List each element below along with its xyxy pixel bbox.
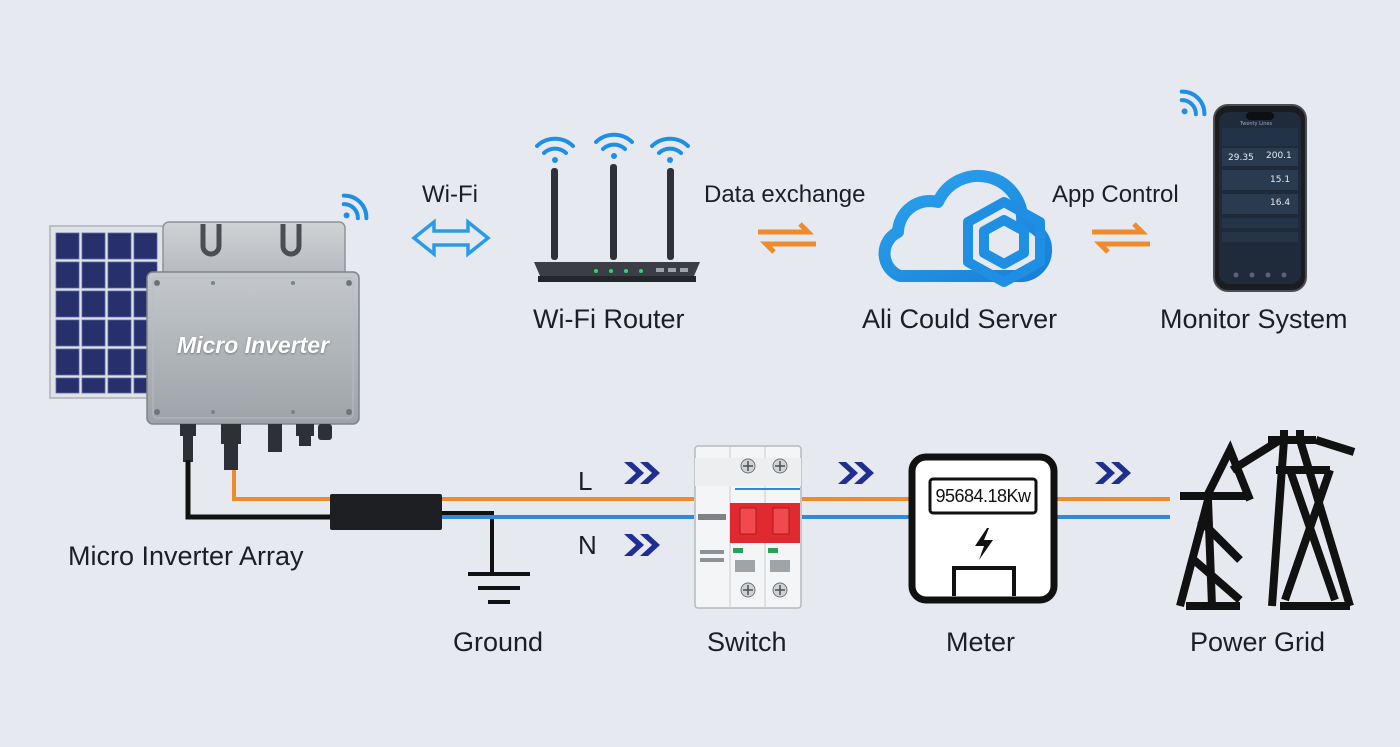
data-exchange-label: Data exchange (704, 181, 866, 208)
phone-value-2: 200.1 (1266, 151, 1292, 161)
energy-meter (908, 453, 1058, 604)
wifi-link-arrow-icon (411, 218, 491, 258)
meter-label: Meter (946, 627, 1016, 657)
ground-symbol (468, 572, 530, 604)
phone-value-4: 16.4 (1270, 198, 1291, 208)
phone-header: Twenty Lines (1240, 121, 1273, 127)
inverter-wiring (185, 460, 494, 572)
cloud-server-label: Ali Could Server (862, 304, 1058, 334)
micro-inverter (146, 221, 360, 470)
neutral-line-label: N (578, 530, 597, 560)
wifi-signal-icon (341, 89, 1207, 221)
monitor-system-label: Monitor System (1160, 304, 1348, 334)
micro-inverter-title: Micro Inverter (176, 332, 330, 358)
power-lines (442, 497, 1170, 519)
app-control-arrow-icon (1092, 222, 1150, 254)
power-grid-label: Power Grid (1190, 627, 1326, 657)
circuit-breaker (694, 445, 802, 609)
wifi-router (534, 164, 700, 282)
cloud-server-icon (878, 169, 1052, 287)
wifi-link-label: Wi-Fi (422, 181, 478, 208)
phone-value-1: 29.35 (1228, 153, 1254, 163)
app-control-label: App Control (1052, 181, 1179, 208)
phone-value-3: 15.1 (1270, 175, 1291, 185)
live-line-label: L (578, 466, 593, 496)
wifi-router-label: Wi-Fi Router (533, 304, 685, 334)
micro-inverter-array-label: Micro Inverter Array (68, 541, 304, 571)
meter-reading: 95684.18Kw (935, 486, 1031, 506)
flow-chevrons (624, 462, 1131, 556)
power-grid-tower-icon (1176, 430, 1356, 610)
switch-label: Switch (707, 627, 787, 657)
ground-label: Ground (453, 627, 544, 657)
data-exchange-arrow-icon (758, 222, 816, 254)
monitor-phone (1213, 104, 1307, 292)
